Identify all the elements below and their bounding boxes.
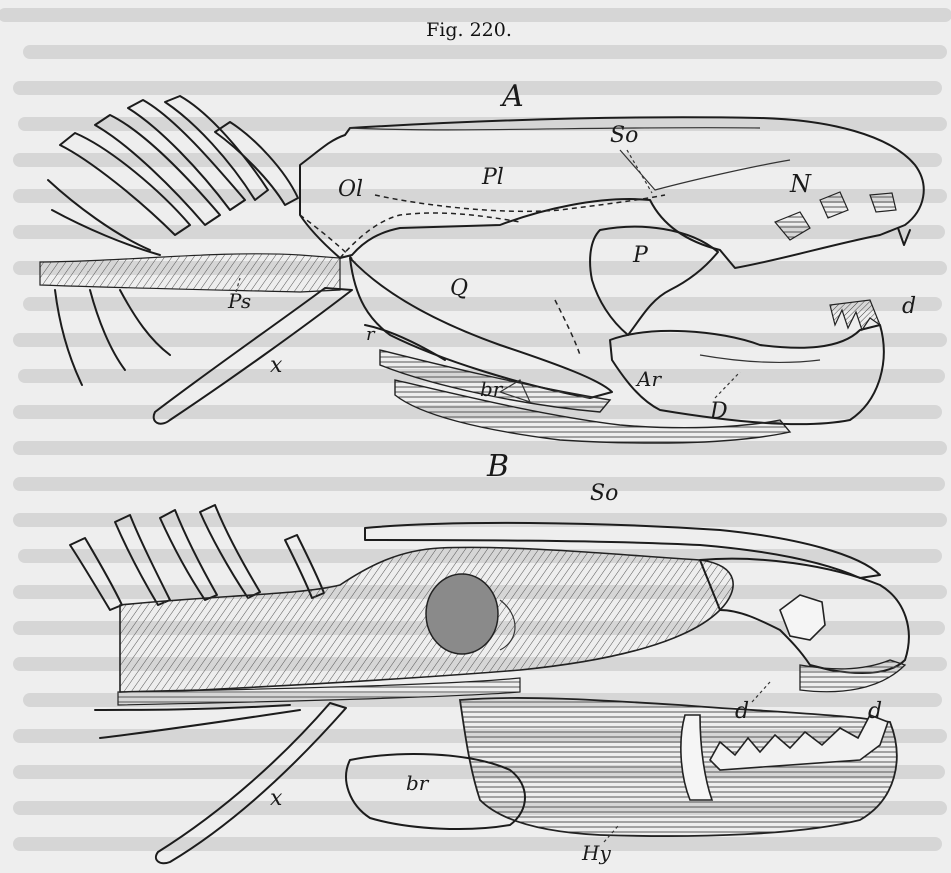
label-d2-b: d [868, 699, 882, 724]
panel-a-jaw-line [700, 355, 820, 362]
label-r: r [366, 324, 376, 345]
label-so-b: So [590, 481, 618, 506]
label-ol: Ol [338, 177, 363, 202]
label-hy: Hy [581, 841, 611, 865]
label-p: P [632, 243, 649, 268]
panel-a-label: A [499, 79, 524, 114]
panel-b-hyoid-region [460, 698, 897, 836]
label-d-a: d [902, 294, 916, 319]
label-d1-b: d [735, 699, 749, 724]
label-n: N [789, 170, 812, 198]
label-br-b: br [406, 771, 430, 795]
panel-a-vertebral-column [40, 254, 340, 292]
panel-b-orbit [426, 574, 498, 654]
label-ar: Ar [635, 367, 662, 391]
figure-caption: Fig. 220. [426, 19, 512, 41]
panel-a-branchiostegal-rays [380, 350, 790, 443]
label-x-b: x [270, 786, 283, 811]
label-so-a: So [610, 123, 638, 148]
panel-b-label: B [486, 449, 509, 484]
label-q: Q [450, 276, 468, 301]
label-x-a: x [270, 353, 283, 378]
label-ps: Ps [227, 289, 251, 313]
label-br-a: br [480, 377, 504, 401]
label-pl: Pl [481, 165, 504, 190]
label-d-cap: D [709, 399, 728, 424]
